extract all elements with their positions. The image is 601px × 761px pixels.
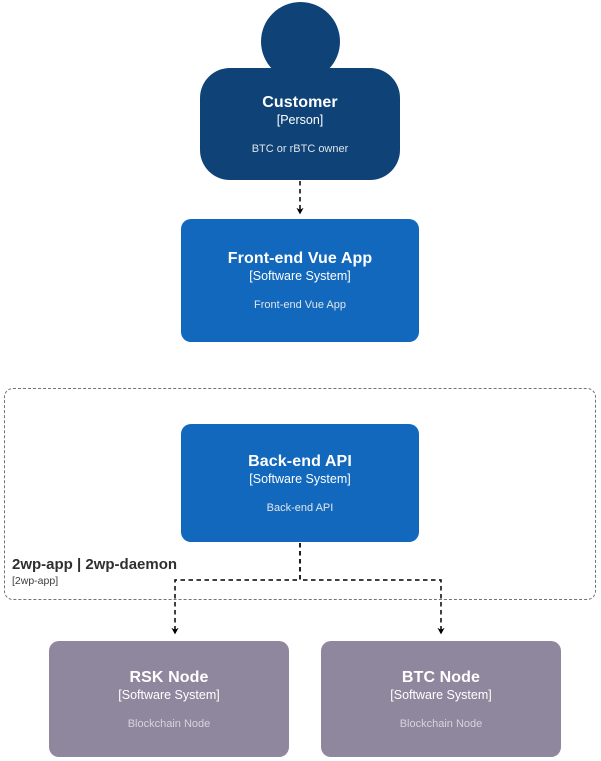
btc-node-type: [Software System]	[390, 687, 492, 702]
backend-title: Back-end API	[248, 452, 352, 470]
btc-node-description: Blockchain Node	[399, 717, 483, 730]
frontend-type: [Software System]	[249, 269, 351, 283]
frontend-title: Front-end Vue App	[227, 250, 373, 267]
node-frontend-vue-app[interactable]: Front-end Vue App [Software System] Fron…	[181, 219, 419, 342]
customer-type: [Person]	[276, 112, 324, 127]
boundary-type: [2wp-app]	[12, 575, 59, 587]
node-btc-node[interactable]: BTC Node [Software System] Blockchain No…	[321, 641, 561, 757]
rsk-node-type: [Software System]	[118, 687, 220, 702]
rsk-node-title: RSK Node	[129, 668, 209, 686]
rsk-node-description: Blockchain Node	[127, 717, 211, 730]
boundary-name: 2wp-app | 2wp-daemon	[12, 556, 178, 573]
node-rsk-node[interactable]: RSK Node [Software System] Blockchain No…	[49, 641, 289, 757]
btc-node-title: BTC Node	[401, 668, 481, 686]
node-customer[interactable]: Customer [Person] BTC or rBTC owner	[200, 68, 400, 180]
boundary-label: 2wp-app | 2wp-daemon [2wp-app]	[12, 556, 177, 588]
customer-person-head-icon	[261, 2, 340, 81]
customer-title: Customer	[262, 93, 338, 111]
customer-description: BTC or rBTC owner	[251, 142, 349, 155]
node-backend-api[interactable]: Back-end API [Software System] Back-end …	[181, 424, 419, 542]
backend-type: [Software System]	[249, 471, 351, 486]
backend-description: Back-end API	[266, 501, 334, 514]
frontend-description: Front-end Vue App	[254, 299, 346, 311]
